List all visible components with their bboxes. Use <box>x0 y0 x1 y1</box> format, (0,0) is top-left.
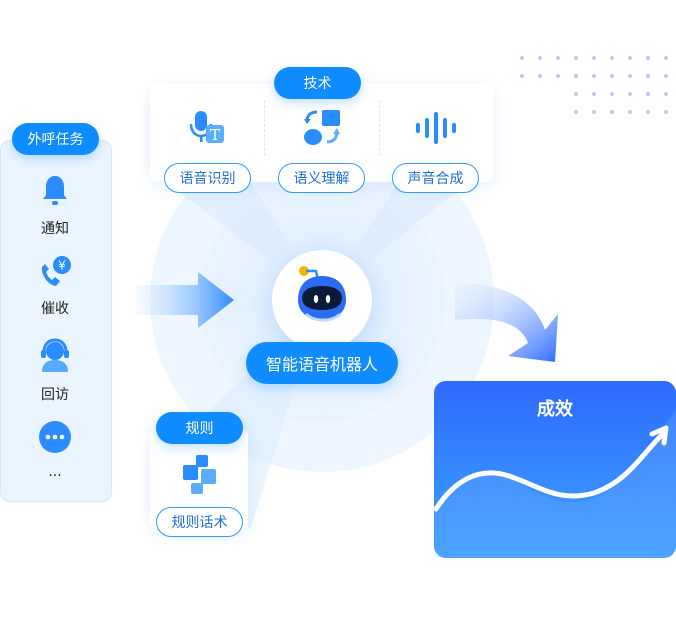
decor-dot <box>610 56 614 60</box>
speech-recognition-icon: T <box>189 110 227 150</box>
bell-icon <box>41 174 69 212</box>
svg-text:¥: ¥ <box>58 259 66 273</box>
decor-dot <box>664 92 668 96</box>
decor-dot <box>520 56 524 60</box>
phone-yen-icon: ¥ <box>38 255 74 293</box>
outbound-item-more: ... <box>48 464 62 480</box>
tech-title-pill: 技术 <box>274 67 361 99</box>
decor-dot <box>664 74 668 78</box>
decor-dot <box>646 56 650 60</box>
decor-dot <box>610 74 614 78</box>
decor-dot <box>664 110 668 114</box>
decor-dot <box>556 56 560 60</box>
semantic-shapes-icon <box>302 109 342 151</box>
decor-dot <box>628 110 632 114</box>
outbound-item-callback: 回访 <box>41 387 69 403</box>
decor-dot <box>628 56 632 60</box>
flow-arrow-right <box>455 283 558 362</box>
decor-dot <box>592 92 596 96</box>
flow-arrow-left <box>135 272 234 328</box>
more-icon <box>39 421 71 457</box>
tech-item-semantic-understanding: 语义理解 <box>278 163 365 193</box>
outbound-title-pill: 外呼任务 <box>12 123 99 155</box>
result-panel <box>434 381 676 558</box>
sound-wave-icon <box>415 112 457 148</box>
decor-dot <box>574 56 578 60</box>
outbound-item-collection: 催收 <box>41 301 69 317</box>
decor-dot <box>610 92 614 96</box>
decor-dot <box>628 92 632 96</box>
result-title: 成效 <box>537 399 573 420</box>
outbound-item-notify: 通知 <box>41 221 69 237</box>
decor-dot <box>610 110 614 114</box>
decor-dot <box>592 74 596 78</box>
agent-headset-icon <box>38 338 72 378</box>
tech-item-speech-recognition: 语音识别 <box>164 163 251 193</box>
tech-item-voice-synthesis: 声音合成 <box>392 163 479 193</box>
decor-dot <box>646 110 650 114</box>
growth-trend-line <box>434 430 667 512</box>
decor-dot <box>574 92 578 96</box>
svg-text:T: T <box>210 126 220 144</box>
robot-icon <box>292 262 352 336</box>
decor-dot <box>646 74 650 78</box>
rules-blocks-icon <box>182 455 218 499</box>
decor-dot <box>574 110 578 114</box>
decor-dot <box>556 74 560 78</box>
decor-dot <box>646 92 650 96</box>
rules-item-script: 规则话术 <box>156 507 243 537</box>
decor-dot <box>592 56 596 60</box>
divider <box>264 100 265 156</box>
decor-dot <box>520 74 524 78</box>
decor-dot <box>574 74 578 78</box>
decor-dot <box>538 74 542 78</box>
decor-dot <box>538 56 542 60</box>
decor-dot <box>628 74 632 78</box>
rules-title-pill: 规则 <box>156 412 243 444</box>
divider <box>379 100 380 156</box>
decor-dot <box>664 56 668 60</box>
decor-dot <box>592 110 596 114</box>
robot-label-pill: 智能语音机器人 <box>246 342 398 384</box>
